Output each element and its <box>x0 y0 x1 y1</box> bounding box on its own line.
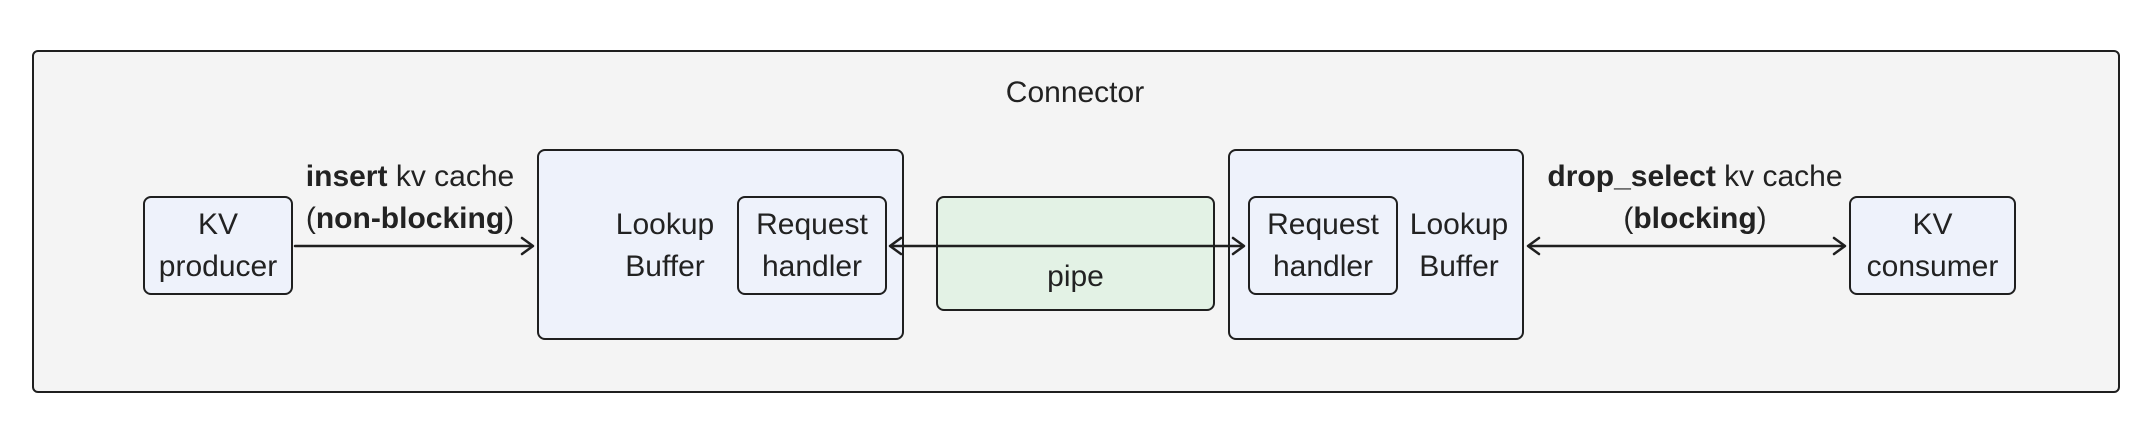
right-lookup-buffer-label-line2: Buffer <box>1419 250 1499 283</box>
drop-select-arrow-head-left <box>1526 236 1541 256</box>
kv-consumer-label-line2: consumer <box>1866 250 1999 283</box>
connector-title: Connector <box>1005 76 1145 109</box>
drop-select-edge-label: drop_select kv cache (blocking) <box>1525 156 1865 240</box>
right-lookup-buffer-label: Lookup Buffer <box>1398 204 1520 288</box>
left-request-handler-node <box>737 196 887 295</box>
pipe-arrow-head-left <box>888 236 903 256</box>
left-request-handler-label-line2: handler <box>761 250 863 283</box>
insert-arrow-head <box>520 236 535 256</box>
insert-edge-label-text: kv cache <box>387 160 515 193</box>
kv-producer-label-line1: KV <box>197 208 239 241</box>
right-request-handler-label: Request handler <box>1248 204 1398 288</box>
kv-producer-label-line2: producer <box>158 250 278 283</box>
insert-edge-label-op: insert <box>305 160 388 193</box>
pipe-arrow-head-right <box>1231 236 1246 256</box>
left-request-handler-label: Request handler <box>737 204 887 288</box>
insert-edge-label-open: ( <box>305 202 316 235</box>
right-request-handler-label-line1: Request <box>1267 208 1379 241</box>
drop-select-edge-label-text: kv cache <box>1715 160 1843 193</box>
drop-select-arrow-head-right <box>1832 236 1847 256</box>
kv-producer-label: KV producer <box>143 204 293 288</box>
right-request-handler-node <box>1248 196 1398 295</box>
left-lookup-buffer-label-line2: Buffer <box>625 250 705 283</box>
kv-producer-node <box>143 196 293 295</box>
right-request-handler-label-line2: handler <box>1272 250 1374 283</box>
left-request-handler-label-line1: Request <box>756 208 868 241</box>
insert-edge-label-mode: non-blocking <box>315 202 505 235</box>
drop-select-edge-label-open: ( <box>1623 202 1634 235</box>
drop-select-edge-label-mode: blocking <box>1633 202 1757 235</box>
kv-consumer-node <box>1849 196 2016 295</box>
pipe-node <box>936 196 1215 311</box>
left-lookup-buffer-label-line1: Lookup <box>615 208 715 241</box>
insert-edge-label-close: ) <box>504 202 515 235</box>
insert-edge-label: insert kv cache (non-blocking) <box>285 156 535 240</box>
left-lookup-buffer-label: Lookup Buffer <box>600 204 730 288</box>
pipe-label: pipe <box>1047 260 1104 293</box>
drop-select-edge-label-close: ) <box>1756 202 1767 235</box>
right-lookup-buffer-label-line1: Lookup <box>1409 208 1509 241</box>
drop-select-edge-label-op: drop_select <box>1547 160 1716 193</box>
kv-consumer-label-line1: KV <box>1912 208 1953 241</box>
kv-consumer-label: KV consumer <box>1849 204 2016 288</box>
